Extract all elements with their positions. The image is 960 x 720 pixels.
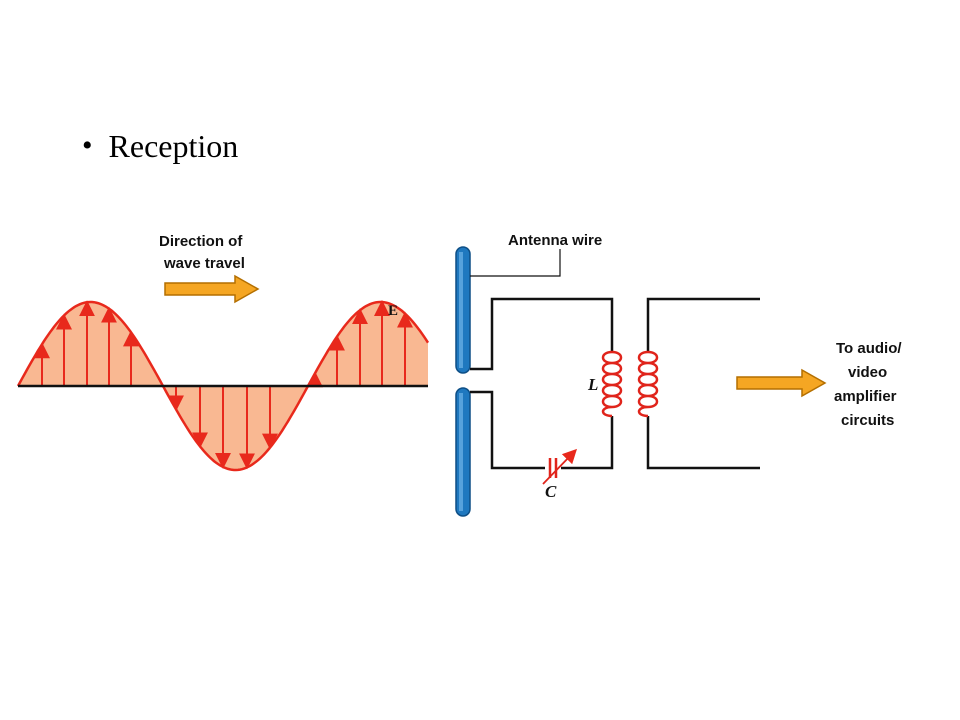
- direction-label-line2: wave travel: [163, 255, 245, 272]
- output-label-line1: To audio/: [836, 340, 902, 357]
- bullet-dot: •: [82, 129, 93, 162]
- direction-arrow: [164, 274, 260, 304]
- output-label-line2: video: [848, 364, 887, 381]
- output-label: To audio/ video amplifier circuits: [834, 340, 902, 429]
- output-label-line4: circuits: [841, 412, 894, 429]
- secondary-coil: [637, 350, 659, 418]
- primary-coil: [601, 350, 623, 418]
- inductor-label: L: [587, 375, 598, 394]
- em-wave: E: [16, 300, 430, 472]
- capacitor-label: C: [545, 482, 557, 501]
- tank-circuit-wiring: [470, 297, 760, 470]
- antenna-label: Antenna wire: [508, 232, 602, 249]
- antenna: Antenna wire: [455, 232, 602, 517]
- bullet-item: • Reception: [82, 124, 238, 168]
- antenna-leader-line: [470, 249, 561, 277]
- bullet-text: Reception: [108, 128, 239, 164]
- field-label: E: [388, 303, 398, 319]
- variable-capacitor: [542, 448, 578, 485]
- direction-label-line1: Direction of: [159, 233, 243, 250]
- output-arrow: [736, 368, 827, 398]
- wave-curve: [16, 300, 430, 472]
- field-vectors: [34, 300, 413, 470]
- transformer-coils: [601, 350, 659, 418]
- direction-annotation: Direction of wave travel: [159, 233, 260, 304]
- output-label-line3: amplifier: [834, 388, 897, 405]
